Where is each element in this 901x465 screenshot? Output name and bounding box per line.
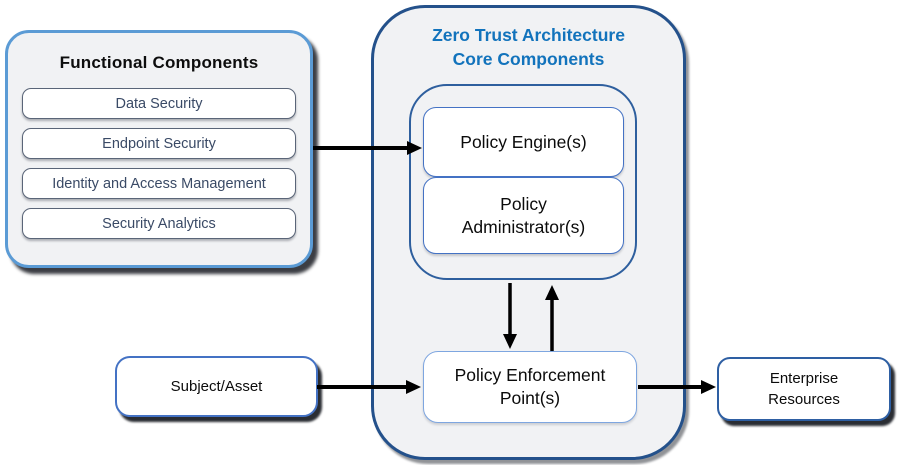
policy-engine-box: Policy Engine(s) [423,107,624,177]
subject-asset-box: Subject/Asset [115,356,318,417]
policy-decision-group: Policy Engine(s) Policy Administrator(s) [409,84,637,280]
functional-item-endpoint-security: Endpoint Security [22,128,296,159]
policy-engine-label: Policy Engine(s) [460,131,587,152]
functional-item-label: Identity and Access Management [52,175,266,192]
functional-item-label: Security Analytics [102,215,216,232]
core-components-title-line1: Zero Trust Architecture [432,25,625,45]
functional-item-label: Data Security [115,95,203,112]
enterprise-resources-label: Enterprise Resources [768,370,840,408]
functional-item-security-analytics: Security Analytics [22,208,296,239]
policy-administrator-label: Policy Administrator(s) [461,193,586,237]
policy-administrator-box: Policy Administrator(s) [423,177,624,254]
functional-components-panel: Functional Components Data Security Endp… [5,30,313,268]
functional-item-identity-access-management: Identity and Access Management [22,168,296,199]
functional-components-title: Functional Components [59,53,259,72]
functional-item-data-security: Data Security [22,88,296,119]
core-components-title-line2: Core Components [452,49,605,69]
policy-enforcement-point-label: Policy Enforcement Point(s) [454,365,606,408]
functional-item-label: Endpoint Security [102,135,216,152]
subject-asset-label: Subject/Asset [170,378,263,395]
core-components-title: Zero Trust Architecture Core Components [374,8,683,71]
core-components-panel: Zero Trust Architecture Core Components … [371,5,686,460]
policy-enforcement-point-box: Policy Enforcement Point(s) [423,351,637,423]
functional-components-list: Data Security Endpoint Security Identity… [22,88,296,239]
enterprise-resources-box: Enterprise Resources [717,357,891,421]
